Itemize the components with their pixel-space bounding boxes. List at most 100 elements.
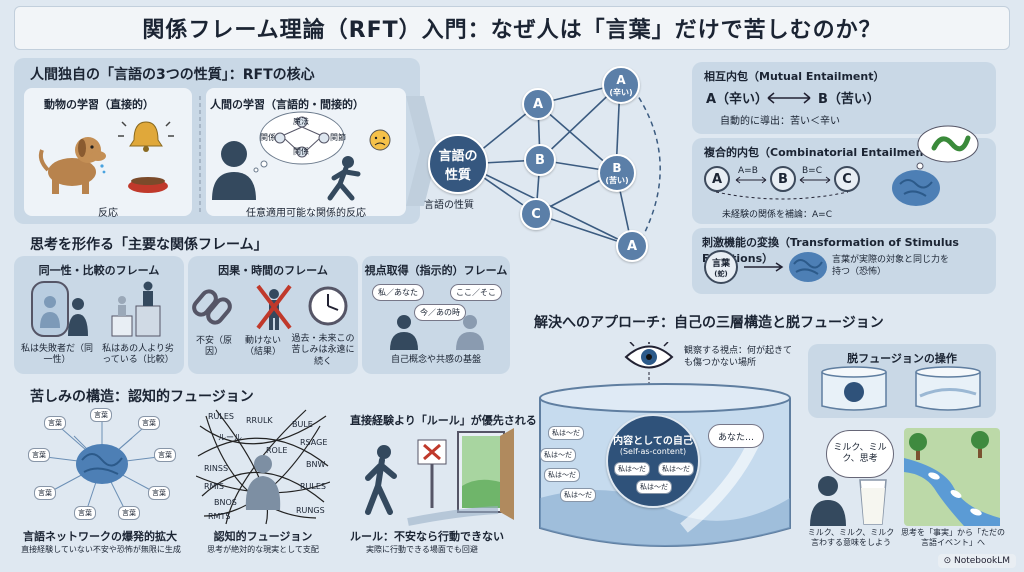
- arrow-word-brain: [744, 262, 784, 272]
- mirror-podium-illustration: [31, 281, 161, 337]
- network-expansion-cap: 直接経験していない不安や恐怖が無限に生成: [21, 545, 181, 554]
- transformation-caption: 言葉が実際の対象と同じ力を持つ（恐怖）: [832, 255, 950, 278]
- network-node-b1: B: [524, 144, 556, 176]
- tangle-word-6: ROLE: [266, 446, 288, 455]
- bubble-now-then: 今／あの時: [414, 304, 466, 321]
- tangle-word-5: RSAGE: [300, 438, 328, 447]
- word-bubble-2: 言葉: [90, 408, 112, 422]
- network-caption: 言語の性質: [424, 200, 474, 211]
- cause-cap2: 動けない（結果）: [244, 336, 281, 358]
- self-content-title: 内容としての自己: [613, 436, 693, 447]
- word-bubble-7: 言葉: [148, 486, 170, 500]
- tangle-word-8: BNW: [306, 460, 326, 469]
- combinatorial-title: 複合的内包（Combinatorial Entailment）: [704, 146, 940, 159]
- thought-bubble-2: 私は〜だ: [540, 448, 576, 462]
- you-cloud-text: あなた…: [717, 432, 754, 443]
- thought-bubble-3: 私は〜だ: [544, 468, 580, 482]
- network-node-b-bitter: B (苦い): [598, 154, 636, 192]
- thought-bubble-4: 私は〜だ: [560, 488, 596, 502]
- arc-ac-icon: [715, 191, 849, 200]
- arrow-to-network: [406, 96, 438, 206]
- network-node-a1: A: [522, 88, 554, 120]
- running-person-icon: [327, 156, 361, 201]
- dog-bell-illustration: [38, 121, 174, 194]
- dog-icon: [38, 137, 106, 194]
- stop-sign-icon: [417, 439, 447, 508]
- notebooklm-logo: ⊙ NotebookLM: [937, 554, 1016, 568]
- page-title: 関係フレーム理論（RFT）入門：なぜ人は「言葉」だけで苦しむのか？: [14, 6, 1010, 50]
- jar-with-water-icon: [915, 366, 981, 411]
- word-bubble-4: 言葉: [28, 448, 50, 462]
- tangle-word-4: ルール: [218, 433, 242, 442]
- cause-illustrations: [192, 284, 348, 330]
- milk-text: ミルク、ミルク、思考: [833, 442, 887, 464]
- same-frame-title: 同一性・比較のフレーム: [38, 264, 160, 277]
- river-illustration: [904, 428, 1000, 526]
- cloud-word-4: 関係: [293, 147, 309, 156]
- milk-speech-bubble: ミルク、ミルク、思考: [826, 430, 894, 478]
- human-caption: 任意適用可能な関係的反応: [246, 208, 366, 219]
- thought-bubble-6: 私は〜だ: [658, 462, 694, 476]
- deictic-caption: 自己概念や共感の基盤: [390, 355, 481, 365]
- combinatorial-b: B: [770, 166, 796, 192]
- self-content-sub: (Self-as-content): [619, 447, 687, 456]
- mutual-derive: 自動的に導出：苦い＜辛い: [720, 116, 840, 127]
- bidirectional-arrow-icon: [767, 92, 811, 104]
- walking-person-icon: [365, 445, 397, 515]
- mutual-a: A（辛い）: [706, 92, 769, 107]
- logo-text: NotebookLM: [953, 556, 1010, 566]
- cause-cap3: 過去・未来この苦しみは永遠に続く: [291, 334, 355, 367]
- tangle-word-2: RRULK: [246, 416, 273, 425]
- leaf-icon: [928, 472, 982, 516]
- word-bubble-9: 言葉: [118, 506, 140, 520]
- milk-glass-icon: [859, 479, 887, 525]
- bell-icon: [118, 121, 174, 152]
- thought-bubble-5: 私は〜だ: [614, 462, 650, 476]
- stuck-person-icon: [256, 284, 292, 330]
- combinatorial-note: 未経験の関係を補論：A=C: [722, 210, 832, 220]
- jar-with-ball-icon: [821, 366, 887, 411]
- word-bubble-1: 言葉: [44, 416, 66, 430]
- person-icon: [810, 476, 846, 526]
- tangle-word-1: RULES: [208, 412, 235, 421]
- thought-cloud-icon: [253, 111, 345, 173]
- defusion-jars-illustration: [821, 366, 981, 411]
- defusion-title: 脱フュージョンの操作: [847, 352, 957, 365]
- clock-icon: [308, 286, 348, 326]
- word-bubble-3: 言葉: [138, 416, 160, 430]
- milk-caption: ミルク、ミルク、ミルク言わする意味をしよう: [807, 528, 895, 548]
- combinatorial-ab: A=B: [738, 166, 758, 176]
- combinatorial-a: A: [704, 166, 730, 192]
- tangle-word-9: RMIS: [204, 482, 224, 491]
- tree-icon: [909, 431, 989, 460]
- cloud-word-3: 関節: [330, 133, 346, 142]
- fusion-title: 認知的フュージョン: [213, 530, 313, 543]
- rule-scene-illustration: [365, 428, 514, 526]
- brain-icon: [76, 444, 128, 484]
- network-expansion-title: 言語ネットワークの爆発的拡大: [23, 530, 177, 543]
- approach-heading: 解決へのアプローチ：自己の三層構造と脱フュージョン: [534, 315, 884, 331]
- tangled-rules-illustration: [196, 409, 330, 525]
- same-frame-cap1: 私は失敗者だ（同一性）: [20, 344, 93, 366]
- cause-cap1: 不安（原因）: [195, 336, 232, 358]
- network-node-c: C: [520, 198, 552, 230]
- mirror-icon: [31, 281, 88, 337]
- word-bubble-5: 言葉: [154, 448, 176, 462]
- word-bubble-6: 言葉: [34, 486, 56, 500]
- word-bubble-8: 言葉: [74, 506, 96, 520]
- animal-caption: 反応: [98, 208, 118, 219]
- river-caption: 思考を「事実」から「ただの言語イベント」へ: [901, 528, 1005, 548]
- mutual-b: B（苦い）: [818, 92, 880, 107]
- eye-icon: [624, 342, 674, 369]
- person-icon: [212, 141, 256, 200]
- mutual-entailment-title: 相互内包（Mutual Entailment）: [704, 70, 885, 83]
- rule-title: ルール：不安なら行動できない: [350, 530, 504, 543]
- tangle-word-13: RUNGS: [296, 506, 325, 515]
- door-icon: [457, 428, 514, 520]
- thought-bubble-1: 私は〜だ: [548, 426, 584, 440]
- fusion-cap: 思考が絶対的な現実として支配: [207, 545, 319, 554]
- logo-icon: ⊙: [943, 556, 954, 566]
- rule-heading: 直接経験より「ルール」が優先される: [350, 414, 537, 427]
- tangle-word-11: BNOS: [214, 498, 237, 507]
- brain-icon: [789, 252, 827, 282]
